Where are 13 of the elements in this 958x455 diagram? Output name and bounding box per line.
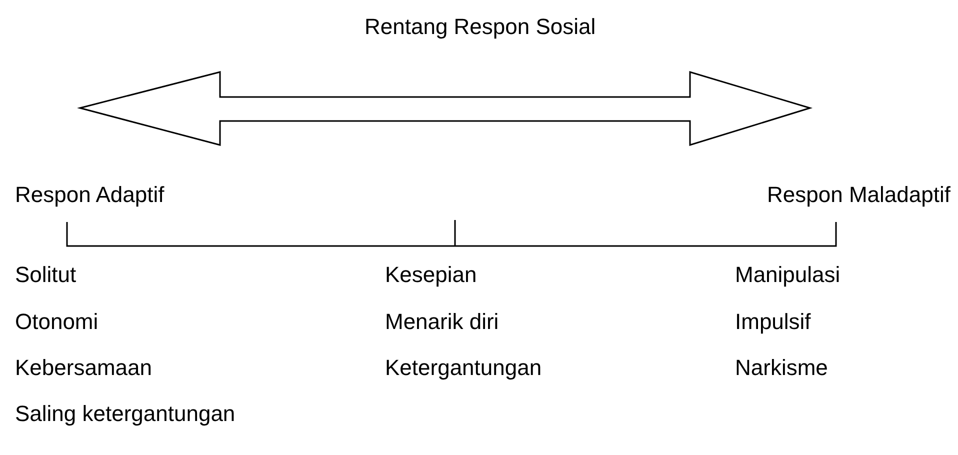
response-item: Saling ketergantungan [15,401,236,427]
response-item: Ketergantungan [385,355,542,381]
scale-end-label: Respon Adaptif [15,182,164,208]
response-item: Otonomi [15,309,98,335]
response-item: Solitut [15,262,76,288]
response-item: Narkisme [735,355,828,381]
scale-end-label: Respon Maladaptif [767,182,950,208]
response-item: Kesepian [385,262,477,288]
response-item: Impulsif [735,309,811,335]
response-item: Manipulasi [735,262,840,288]
response-item: Menarik diri [385,309,499,335]
diagram-title: Rentang Respon Sosial [364,14,596,40]
response-item: Kebersamaan [15,355,152,381]
